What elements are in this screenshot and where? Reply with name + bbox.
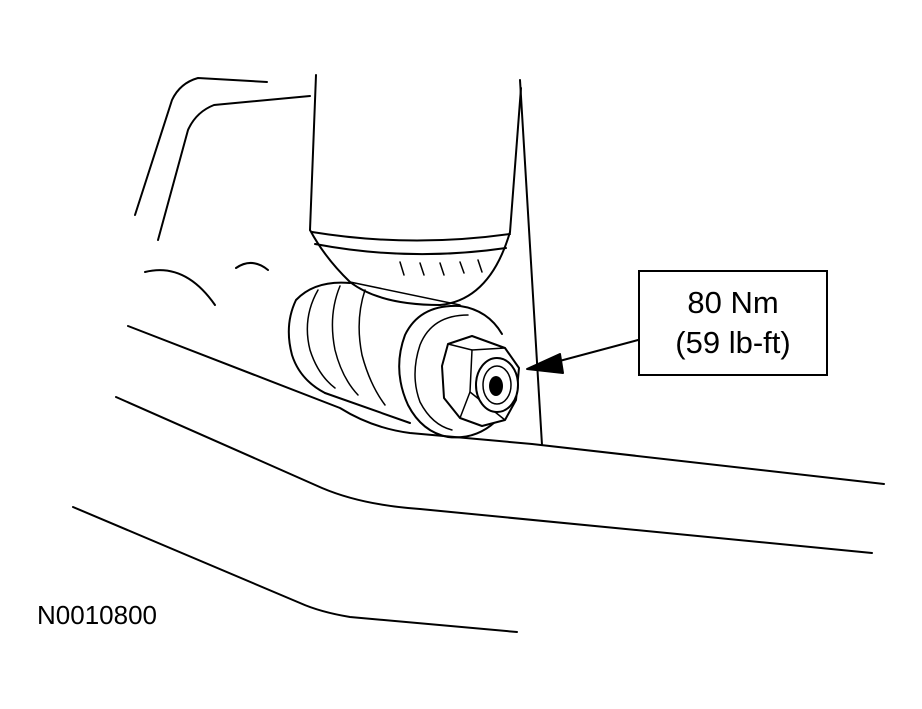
frame-rail-lines <box>72 325 885 633</box>
lower-bushing <box>287 281 411 424</box>
hex-nut <box>441 335 520 427</box>
callout-leader-arrow <box>526 339 639 374</box>
bracket-edge-line <box>519 79 543 446</box>
figure-id: N0010800 <box>37 600 157 630</box>
torque-metric: 80 Nm <box>687 285 779 320</box>
body-panel-lines <box>134 77 311 306</box>
torque-spec-callout: 80 Nm (59 lb-ft) <box>638 270 828 376</box>
torque-imperial: (59 lb-ft) <box>675 325 791 360</box>
shock-absorber-body <box>309 74 522 306</box>
washer <box>398 304 503 439</box>
